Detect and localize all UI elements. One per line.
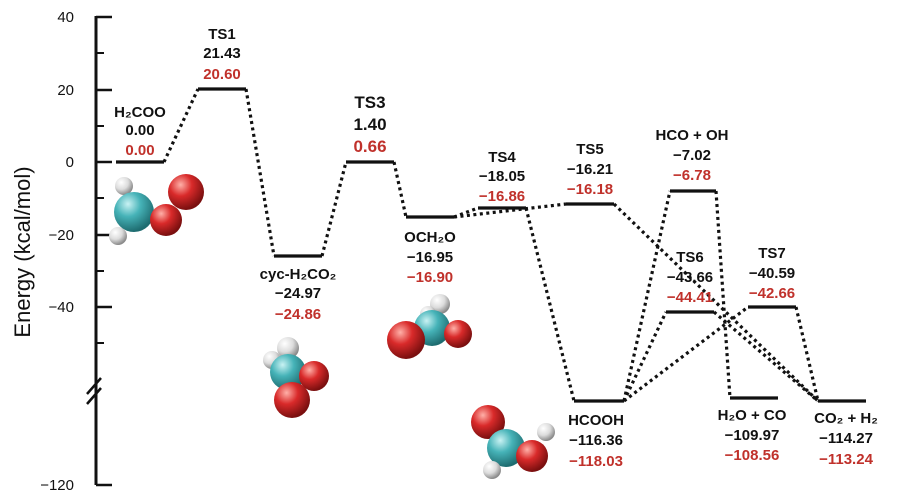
tick-label: −40 xyxy=(49,299,74,316)
path-segment xyxy=(622,190,672,402)
level-value-secondary: 0.00 xyxy=(125,142,154,159)
carbon-atom xyxy=(114,192,154,232)
level-value-secondary: −113.24 xyxy=(819,451,873,468)
path-segment xyxy=(320,161,348,257)
level-value-secondary: −118.03 xyxy=(569,453,623,470)
level-label: cyc-H₂CO₂ xyxy=(260,266,337,283)
level-value: −24.97 xyxy=(275,285,321,302)
level-value-secondary: −44.41 xyxy=(667,289,713,306)
axis-break-mark xyxy=(86,387,102,405)
tick-label: −20 xyxy=(49,227,74,244)
level-value-secondary: −16.86 xyxy=(479,188,525,205)
level-value: 21.43 xyxy=(203,45,241,62)
hydrogen-atom xyxy=(277,337,299,359)
level-value: −16.95 xyxy=(407,249,453,266)
carbon-atom xyxy=(270,354,306,390)
oxygen-atom xyxy=(516,440,548,472)
level-value-secondary: 0.66 xyxy=(353,137,386,156)
level-value: −16.21 xyxy=(567,161,613,178)
molecule-cyc-h2co2 xyxy=(263,337,329,418)
level-value: −114.27 xyxy=(819,430,873,447)
level-value-secondary: −16.18 xyxy=(567,181,613,198)
oxygen-atom xyxy=(444,320,472,348)
level-label: HCO + OH xyxy=(656,127,729,144)
level-label: TS4 xyxy=(488,149,516,166)
level-value: 0.00 xyxy=(125,122,154,139)
oxygen-atom xyxy=(168,174,204,210)
molecule-h2coo xyxy=(109,174,204,245)
level-value: −18.05 xyxy=(479,168,525,185)
tick-label: 20 xyxy=(57,82,74,99)
path-segment xyxy=(794,306,820,402)
hydrogen-atom xyxy=(430,294,450,314)
level-value: −116.36 xyxy=(569,432,623,449)
level-label: TS5 xyxy=(576,141,604,158)
level-label: CO₂ + H₂ xyxy=(814,410,878,427)
level-label: HCOOH xyxy=(568,412,624,429)
oxygen-atom xyxy=(150,204,182,236)
path-segment xyxy=(453,202,567,219)
level-value-secondary: −24.86 xyxy=(275,306,321,323)
level-labels: H₂COO 0.00 0.00 TS1 21.43 20.60 cyc-H₂CO… xyxy=(114,26,878,470)
level-label: H₂O + CO xyxy=(718,407,787,424)
tick-label: 0 xyxy=(66,154,74,171)
level-value: −7.02 xyxy=(673,147,711,164)
oxygen-atom xyxy=(387,321,425,359)
hydrogen-atom xyxy=(115,177,133,195)
y-axis-label: Energy (kcal/mol) xyxy=(10,166,35,337)
tick-label: 40 xyxy=(57,9,74,26)
level-value-secondary: −6.78 xyxy=(673,167,711,184)
y-axis: 40 20 0 −20 −40 −120 Energy (kcal/mol) xyxy=(10,9,112,494)
level-label: TS6 xyxy=(676,249,704,266)
level-label: TS3 xyxy=(354,93,385,112)
hydrogen-atom xyxy=(483,461,501,479)
path-segment xyxy=(244,88,276,257)
level-value: −43.66 xyxy=(667,269,713,286)
path-segment xyxy=(622,311,668,402)
molecule-hcooh xyxy=(471,405,555,479)
path-segment xyxy=(714,190,732,399)
hydrogen-atom xyxy=(537,423,555,441)
level-value: −40.59 xyxy=(749,265,795,282)
path-segment xyxy=(612,202,820,403)
reaction-paths xyxy=(162,88,820,403)
level-value-secondary: −42.66 xyxy=(749,285,795,302)
path-segment xyxy=(162,88,200,163)
level-value: −109.97 xyxy=(725,427,780,444)
level-value-secondary: 20.60 xyxy=(203,66,241,83)
level-value-secondary: −108.56 xyxy=(725,447,780,464)
level-label: OCH₂O xyxy=(404,229,456,246)
oxygen-atom xyxy=(471,405,505,439)
level-label: TS7 xyxy=(758,245,786,262)
path-segment xyxy=(524,207,576,402)
oxygen-atom xyxy=(299,361,329,391)
oxygen-atom xyxy=(274,382,310,418)
tick-label: −120 xyxy=(40,477,74,494)
carbon-atom xyxy=(487,429,525,467)
level-label: TS1 xyxy=(208,26,236,43)
level-value-secondary: −16.90 xyxy=(407,269,453,286)
axis-break-mark xyxy=(86,377,102,395)
level-label: H₂COO xyxy=(114,104,166,121)
path-segment xyxy=(453,206,479,219)
molecule-och2o xyxy=(387,294,472,359)
level-value: 1.40 xyxy=(353,115,386,134)
hydrogen-atom xyxy=(109,227,127,245)
energy-levels xyxy=(116,87,866,403)
path-segment xyxy=(392,161,408,218)
